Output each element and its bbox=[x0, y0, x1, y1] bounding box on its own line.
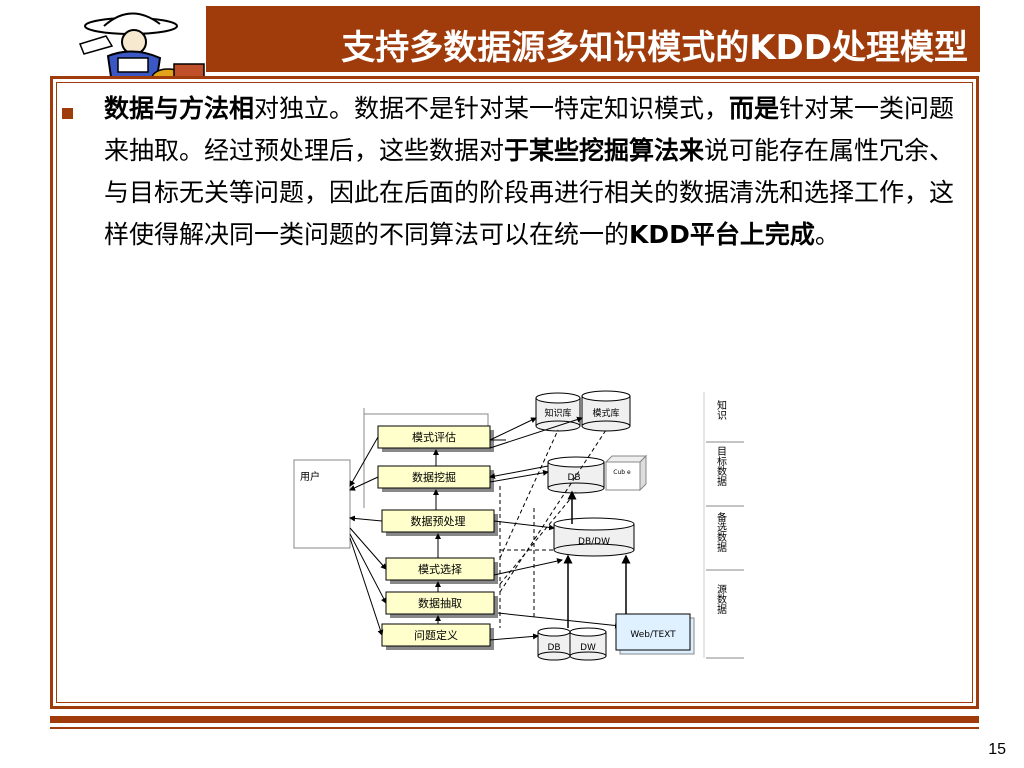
body-segment: 说可能存在属性冗余、与目标无关等问题，因此在后面的阶段再进行相关的数据清洗和选择… bbox=[104, 136, 955, 249]
content-frame bbox=[50, 76, 979, 709]
source-db-cylinder: DB bbox=[537, 627, 571, 661]
knowledge-db-cylinder: 知识库 bbox=[535, 392, 581, 432]
user-label: 用户 bbox=[300, 470, 320, 483]
dbdw-cylinder: DB/DW bbox=[553, 517, 635, 557]
body-segment: 而是 bbox=[729, 94, 780, 123]
step-pattern-eval: 模式评估 bbox=[412, 431, 456, 444]
step-pattern-select: 模式选择 bbox=[418, 562, 462, 576]
data-cube-icon: Cub e bbox=[604, 454, 648, 492]
layer-knowledge: 知识 bbox=[715, 399, 727, 421]
layer-source-data: 源数据 bbox=[715, 583, 727, 615]
process-step: 模式评估 bbox=[377, 425, 494, 452]
kdd-process-diagram: 用户 模式评估 数据挖掘 数据预处理 模式选择 数据抽取 问题定义 bbox=[293, 390, 744, 661]
body-segment: 针对某一类问题来抽取。经过预处理后，这些数据对 bbox=[104, 94, 955, 165]
process-step: 数据抽取 bbox=[385, 591, 498, 618]
svg-text:模式库: 模式库 bbox=[592, 407, 619, 419]
process-step: 数据预处理 bbox=[381, 509, 498, 536]
body-paragraph: 数据与方法相对独立。数据不是针对某一特定知识模式，而是针对某一类问题来抽取。经过… bbox=[104, 88, 966, 256]
svg-text:Web/TEXT: Web/TEXT bbox=[630, 630, 676, 640]
bottom-rule-thin bbox=[50, 727, 979, 729]
step-preprocessing: 数据预处理 bbox=[411, 514, 466, 528]
svg-text:知识库: 知识库 bbox=[544, 407, 571, 419]
page-number: 15 bbox=[988, 741, 1006, 758]
svg-text:Cub e: Cub e bbox=[613, 469, 631, 476]
process-step: 问题定义 bbox=[381, 623, 494, 650]
bottom-rule bbox=[50, 716, 979, 723]
slide-title: 支持多数据源多知识模式的KDD处理模型 bbox=[341, 28, 968, 68]
step-problem-def: 问题定义 bbox=[414, 628, 458, 642]
step-data-extract: 数据抽取 bbox=[418, 596, 462, 610]
svg-text:DB: DB bbox=[547, 643, 560, 653]
square-bullet-icon bbox=[62, 108, 73, 119]
process-step: 模式选择 bbox=[385, 557, 498, 584]
target-db-cylinder: DB bbox=[547, 456, 605, 494]
body-segment: 数据与方法相 bbox=[104, 94, 255, 123]
source-dw-cylinder: DW bbox=[569, 627, 607, 661]
process-step: 数据挖掘 bbox=[377, 465, 494, 492]
body-segment: 对独立。数据不是针对某一特定知识模式， bbox=[254, 94, 730, 123]
layer-column: 知识 目标数据 备选数据 源数据 bbox=[703, 392, 744, 659]
web-text-source: Web/TEXT bbox=[615, 613, 695, 655]
svg-text:DB/DW: DB/DW bbox=[578, 537, 610, 547]
body-segment: 于某些挖掘算法来 bbox=[504, 136, 705, 165]
layer-candidate-data: 备选数据 bbox=[715, 511, 727, 553]
svg-text:DW: DW bbox=[580, 643, 596, 653]
layer-target-data: 目标数据 bbox=[715, 446, 727, 487]
pattern-db-cylinder: 模式库 bbox=[581, 390, 631, 432]
body-segment: 。 bbox=[814, 220, 840, 249]
step-data-mining: 数据挖掘 bbox=[412, 470, 456, 484]
body-segment: KDD平台上完成 bbox=[629, 220, 815, 249]
title-bar: 支持多数据源多知识模式的KDD处理模型 bbox=[206, 6, 980, 72]
